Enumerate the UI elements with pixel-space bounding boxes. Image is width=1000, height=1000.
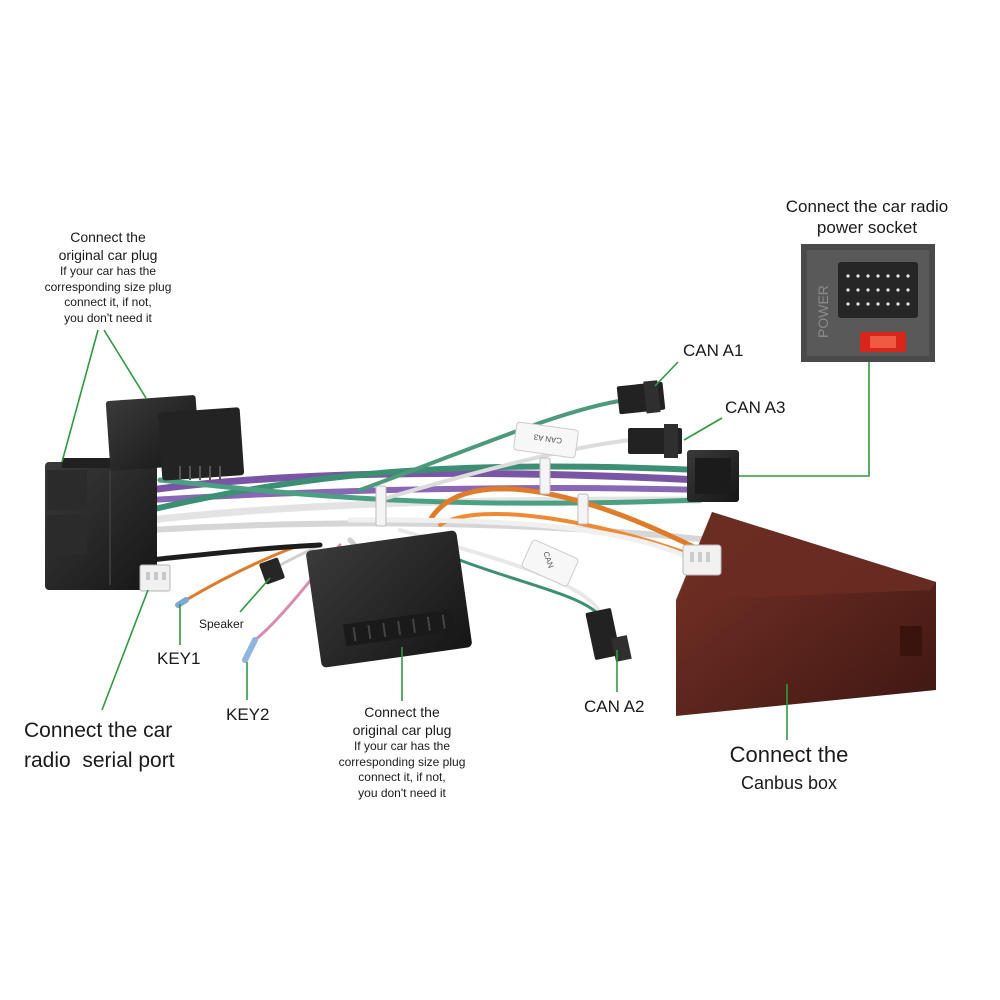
- power-socket-connector: [687, 450, 739, 502]
- leader-can-a3: [683, 417, 723, 441]
- label-original-plug-top-line2: original car plug: [58, 246, 158, 263]
- wire-green-1: [147, 463, 703, 513]
- can-a1-connector: [616, 380, 666, 415]
- label-power-socket-line2: power socket: [816, 218, 918, 238]
- label-original-plug-bottom-note3: connect it, if not,: [358, 770, 446, 785]
- leader-top-plug-a: [61, 329, 99, 463]
- speaker-connector: [259, 557, 285, 585]
- label-can-a3: CAN A3: [725, 398, 786, 417]
- label-original-plug-top-note4: you don't need it: [64, 310, 152, 325]
- wire-to-can-a3: [378, 438, 634, 502]
- can-tag-1-text: CAN A3: [533, 432, 563, 445]
- label-original-plug-bottom-line2: original car plug: [352, 721, 452, 738]
- label-power-socket: Connect the car radio power socket: [752, 196, 982, 239]
- label-original-plug-bottom-note1: If your car has the: [353, 739, 451, 753]
- power-socket-print: POWER: [815, 285, 831, 338]
- wire-white-to-box: [347, 517, 708, 568]
- leader-power-socket: [739, 362, 870, 477]
- original-plug-top: [105, 395, 245, 481]
- label-original-plug-top-note2: corresponding size plug: [44, 279, 172, 294]
- original-plug-large: [45, 458, 157, 590]
- wire-tags: CAN A3 CAN: [513, 421, 579, 587]
- label-canbus-box-line2: Canbus box: [740, 772, 838, 793]
- can-a2-connector: [585, 608, 632, 662]
- serial-port-connector: [139, 564, 171, 592]
- leader-serial: [101, 589, 149, 711]
- label-serial-port-line1: Connect the car: [24, 719, 173, 742]
- can-a3-connector: [628, 424, 682, 458]
- canbus-box: [676, 512, 936, 716]
- label-original-plug-bottom: Connect the original car plug If your ca…: [310, 704, 494, 801]
- label-original-plug-bottom-note2: corresponding size plug: [338, 754, 466, 769]
- label-original-plug-bottom-note4: you don't need it: [358, 785, 446, 800]
- label-serial-port: Connect the car radio serial port: [24, 716, 175, 777]
- leader-speaker: [239, 577, 271, 613]
- label-serial-port-line2: radio serial port: [24, 749, 175, 773]
- label-power-socket-line1: Connect the car radio: [785, 197, 949, 216]
- label-original-plug-top-note3: connect it, if not,: [64, 295, 152, 310]
- label-original-plug-top-note1: If your car has the: [59, 264, 157, 278]
- leader-can-a1: [654, 361, 679, 387]
- leader-top-plug-b: [103, 329, 147, 399]
- original-plug-bottom: [306, 530, 472, 668]
- label-original-plug-bottom-line1: Connect the: [364, 704, 440, 720]
- label-key1: KEY1: [157, 649, 201, 668]
- label-can-a2: CAN A2: [584, 697, 645, 716]
- wire-orange-1: [427, 486, 703, 553]
- label-speaker: Speaker: [199, 617, 244, 631]
- wire-black-serial: [147, 542, 323, 563]
- label-canbus-box-line1: Connect the: [729, 742, 849, 767]
- label-can-a1: CAN A1: [683, 341, 744, 360]
- label-key2: KEY2: [226, 705, 270, 724]
- label-original-plug-top-line1: Connect the: [70, 229, 146, 245]
- wire-to-key1: [184, 543, 302, 602]
- label-canbus-box: Connect the Canbus box: [700, 741, 878, 797]
- cable-ties: [375, 457, 589, 527]
- label-original-plug-top: Connect the original car plug If your ca…: [16, 229, 200, 326]
- power-socket-inset: POWER: [801, 244, 935, 362]
- wire-white-2: [147, 520, 713, 543]
- leader-lines: [61, 329, 870, 740]
- wire-to-can-a1: [358, 398, 627, 492]
